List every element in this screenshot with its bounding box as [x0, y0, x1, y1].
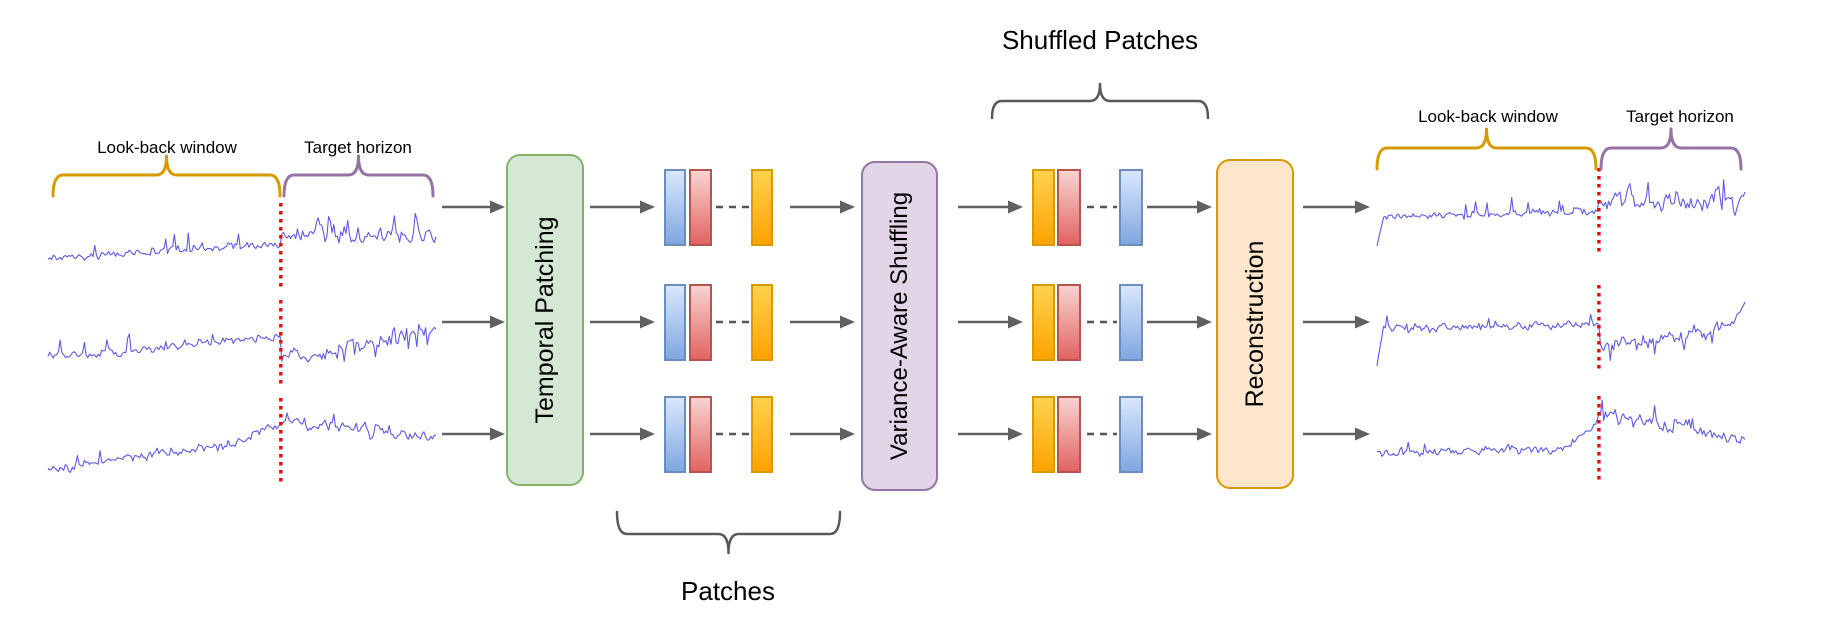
arrowhead [1355, 315, 1370, 329]
flow-arrow [958, 200, 1023, 214]
arrowhead [490, 315, 505, 329]
timeseries-line [1376, 399, 1746, 457]
left-target-label: Target horizon [304, 138, 412, 157]
patch-orange [1032, 284, 1055, 361]
patch-orange [751, 396, 773, 473]
arrowhead [1197, 200, 1212, 214]
left-lookback-label: Look-back window [97, 138, 237, 157]
flow-arrow [442, 427, 505, 441]
temporal-patching-box [506, 154, 584, 486]
timeseries-left-1 [47, 203, 437, 287]
patch-blue [1119, 169, 1143, 246]
patch-red [689, 169, 712, 246]
flow-arrow [590, 200, 655, 214]
patch-blue [664, 284, 686, 361]
patch-red [1057, 284, 1081, 361]
patch-orange [1032, 169, 1055, 246]
shuffled-patch-group-row2 [1032, 284, 1143, 361]
patch-blue [1119, 284, 1143, 361]
arrowhead [1008, 315, 1023, 329]
arrowhead [490, 427, 505, 441]
arrowhead [1355, 200, 1370, 214]
timeseries-line [47, 412, 437, 474]
right-target-label: Target horizon [1626, 107, 1734, 126]
timeseries-line [47, 212, 437, 261]
variance-aware-shuffling-box [861, 161, 938, 491]
arrowhead [840, 427, 855, 441]
flow-arrow [590, 427, 655, 441]
arrowhead [640, 200, 655, 214]
shuffled-patches-brace [990, 82, 1210, 120]
flow-arrow [1147, 315, 1212, 329]
shuffled-patch-group-row1 [1032, 169, 1143, 246]
arrowhead [1355, 427, 1370, 441]
flow-arrow [790, 427, 855, 441]
temporal-patching-label: Temporal Patching [531, 216, 559, 424]
flow-arrow [442, 200, 505, 214]
patch-group-row1 [664, 169, 773, 246]
timeseries-line [1376, 179, 1746, 247]
arrowhead [1197, 315, 1212, 329]
flow-arrow [1303, 427, 1370, 441]
flow-arrow [1303, 315, 1370, 329]
patch-blue [664, 396, 686, 473]
arrowhead [640, 427, 655, 441]
flow-arrow [1147, 200, 1212, 214]
shuffled-patches-label: Shuffled Patches [1001, 25, 1199, 55]
arrowhead [1008, 200, 1023, 214]
arrowhead [490, 200, 505, 214]
patch-red [689, 396, 712, 473]
flow-arrow [1147, 427, 1212, 441]
timeseries-left-2 [47, 300, 437, 384]
patch-blue [1119, 396, 1143, 473]
arrowhead [840, 200, 855, 214]
patches-brace [615, 510, 842, 555]
flow-arrow [958, 427, 1023, 441]
patch-orange [751, 284, 773, 361]
patches-label: Patches [681, 576, 775, 606]
patch-orange [751, 169, 773, 246]
timeseries-right-3 [1376, 396, 1746, 480]
arrowhead [640, 315, 655, 329]
timeseries-right-1 [1376, 168, 1746, 252]
flow-arrow [590, 315, 655, 329]
patch-group-row2 [664, 284, 773, 361]
left-lookback-brace [51, 154, 282, 198]
right-lookback-label: Look-back window [1418, 107, 1558, 126]
patch-red [1057, 396, 1081, 473]
patch-blue [664, 169, 686, 246]
right-target-brace [1599, 127, 1743, 171]
reconstruction-label: Reconstruction [1241, 240, 1269, 408]
left-target-brace [282, 154, 435, 198]
timeseries-line [1376, 301, 1746, 366]
shuffled-patch-group-row3 [1032, 396, 1143, 473]
flow-arrow [958, 315, 1023, 329]
patch-red [689, 284, 712, 361]
flow-arrow [1303, 200, 1370, 214]
flow-arrow [790, 315, 855, 329]
timeseries-right-2 [1376, 285, 1746, 369]
timeseries-line [47, 323, 437, 363]
arrowhead [1008, 427, 1023, 441]
flow-arrow [790, 200, 855, 214]
variance-aware-shuffling-label: Variance-Aware Shuffling [886, 191, 913, 461]
timeseries-left-3 [47, 398, 437, 482]
patch-group-row3 [664, 396, 773, 473]
arrowhead [1197, 427, 1212, 441]
arrowhead [840, 315, 855, 329]
patch-red [1057, 169, 1081, 246]
flow-arrow [442, 315, 505, 329]
right-lookback-brace [1375, 127, 1598, 171]
patch-orange [1032, 396, 1055, 473]
reconstruction-box [1216, 159, 1294, 489]
